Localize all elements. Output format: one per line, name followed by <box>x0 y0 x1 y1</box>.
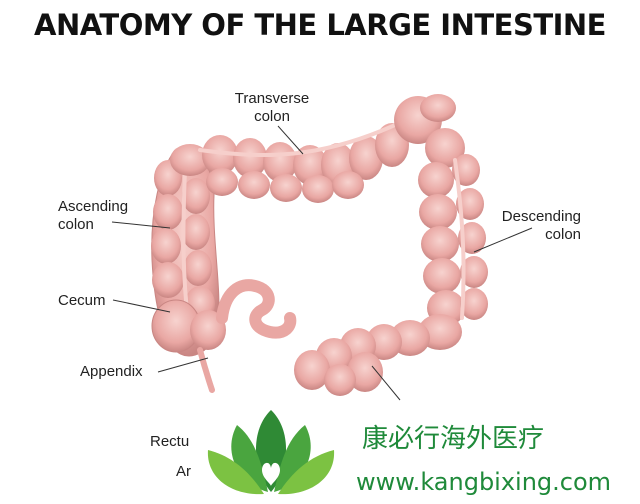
transverse-colon <box>170 116 412 203</box>
appendix <box>197 347 215 393</box>
watermark-url: www.kangbixing.com <box>356 468 612 496</box>
ileum-curl <box>216 279 297 339</box>
descending-colon <box>418 154 488 326</box>
label-descending-line1: Descending <box>501 208 581 225</box>
page-title: ANATOMY OF THE LARGE INTESTINE <box>34 8 606 42</box>
label-ascending-line2: colon <box>58 216 94 233</box>
leader-lines <box>111 125 533 401</box>
label-anus: Ar <box>176 463 191 480</box>
label-cecum: Cecum <box>58 292 106 309</box>
label-transverse-line1: Transverse <box>234 90 310 107</box>
label-transverse-line2: colon <box>254 108 290 125</box>
cecum <box>151 299 226 353</box>
label-transverse-colon: Transverse colon <box>231 90 313 126</box>
label-rectum: Rectu <box>150 433 190 450</box>
label-descending-colon: Descending colon <box>491 208 581 244</box>
splenic-flexure <box>394 94 465 168</box>
watermark-chinese-text: 康必行海外医疗 <box>362 424 545 454</box>
lotus-logo <box>207 410 335 495</box>
sigmoid-colon <box>294 314 462 396</box>
label-ascending-colon: Ascending colon <box>58 198 128 234</box>
label-appendix: Appendix <box>80 363 143 380</box>
label-ascending-line1: Ascending <box>58 198 129 215</box>
label-descending-line2: colon <box>545 226 581 243</box>
